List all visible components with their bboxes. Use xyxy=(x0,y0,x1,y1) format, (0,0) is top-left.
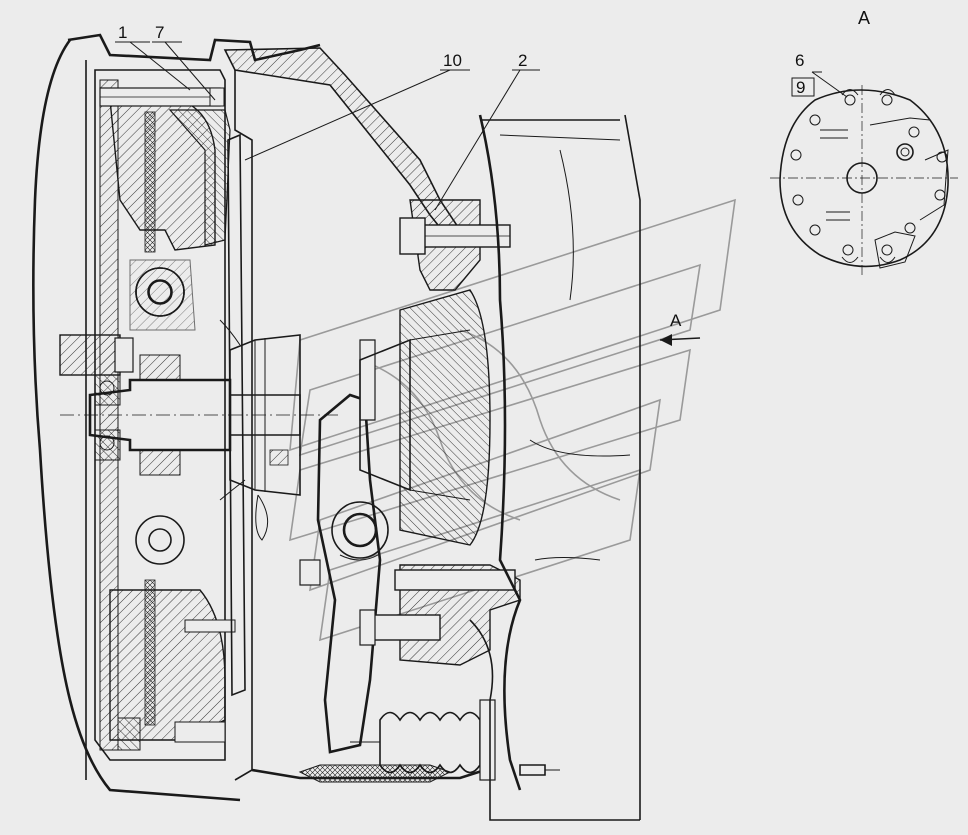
callout-part-2: 2 xyxy=(518,51,527,70)
arrow-a-label: A xyxy=(670,311,682,330)
rubber-boot xyxy=(350,699,496,781)
view-a-title: A xyxy=(858,8,870,28)
leader-lines xyxy=(115,41,540,211)
pressure-plate-lower xyxy=(109,515,236,751)
lower-bracket xyxy=(359,564,521,666)
gearbox-casing xyxy=(469,114,641,821)
view-arrow: A xyxy=(659,311,701,346)
pressure-plate-upper xyxy=(99,87,231,253)
release-sleeve xyxy=(359,289,491,546)
input-shaft xyxy=(59,334,340,476)
release-bearing xyxy=(229,334,301,496)
upper-damper xyxy=(129,259,196,331)
callout-part-9: 9 xyxy=(796,78,805,97)
diaphragm-spring xyxy=(219,133,269,697)
release-fork xyxy=(299,339,389,754)
upper-bracket xyxy=(399,199,511,291)
callout-part-1: 1 xyxy=(118,23,127,42)
callout-part-10: 10 xyxy=(443,51,462,70)
callout-part-7: 7 xyxy=(155,23,164,42)
callout-part-6: 6 xyxy=(795,51,804,70)
view-a-detail: A xyxy=(770,8,958,275)
